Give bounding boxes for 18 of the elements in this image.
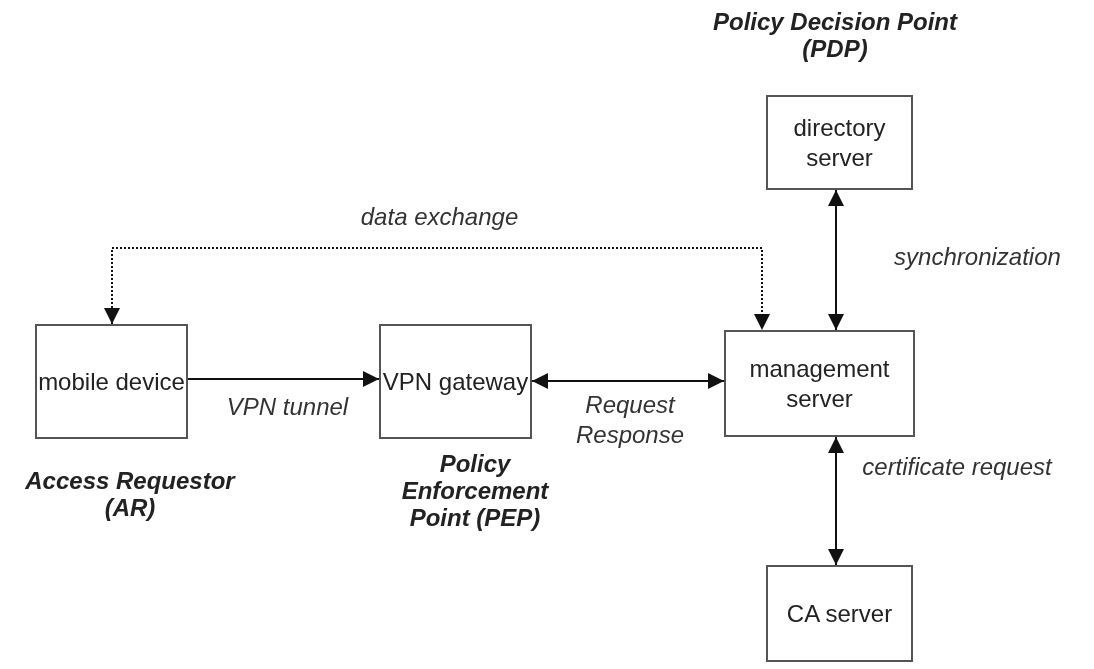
node-label: VPN gateway <box>382 366 529 397</box>
role-heading: Policy Decision Point (PDP) <box>711 8 959 62</box>
dotted-arrow <box>104 247 770 331</box>
arrow <box>828 189 844 331</box>
node-label: mobile device <box>38 366 185 397</box>
arrow <box>828 436 844 566</box>
component-box <box>35 324 188 439</box>
node-label: directory server <box>792 112 887 173</box>
arrow <box>187 371 380 387</box>
component-box <box>379 324 532 439</box>
component-box <box>766 565 913 662</box>
role-heading: Access Requestor (AR) <box>24 467 237 521</box>
component-box <box>766 95 913 190</box>
component-box <box>724 330 915 437</box>
arrow <box>531 373 725 389</box>
node-label: management server <box>748 353 891 414</box>
role-heading: Policy Enforcement Point (PEP) <box>400 450 550 531</box>
node-label: CA server <box>786 598 893 629</box>
